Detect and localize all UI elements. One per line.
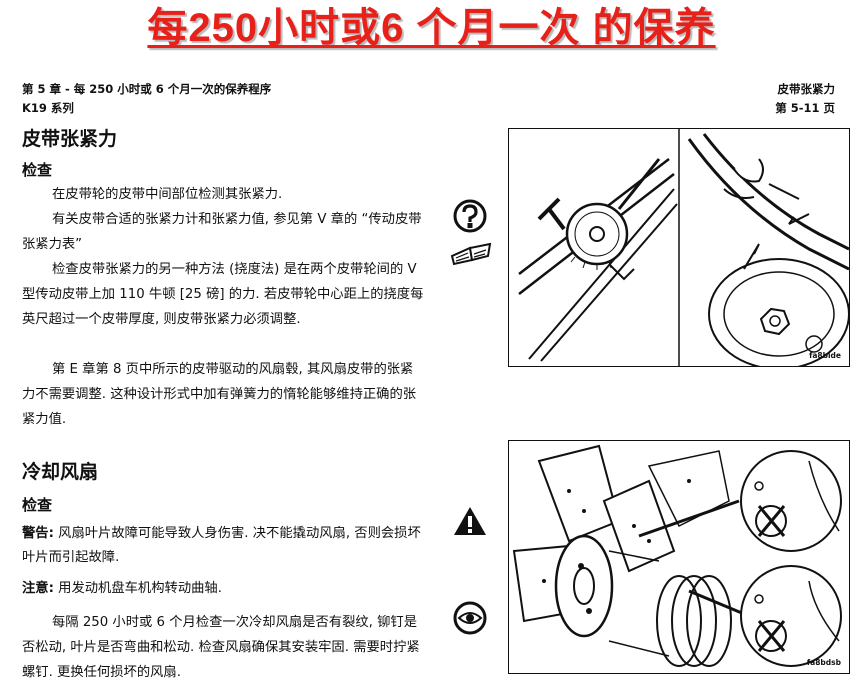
belt-paragraph-4: 第 E 章第 8 页中所示的皮带驱动的风扇毂, 其风扇皮带的张紧力不需要调整. … [22, 362, 417, 427]
wrench-question-icon [452, 198, 488, 238]
fan-note: 注意: 用发动机盘车机构转动曲轴. [22, 581, 222, 596]
banner-title: 每250小时或6 个月一次 的保养 [147, 6, 716, 50]
belt-section-subtitle: 检查 [22, 161, 53, 179]
page-header-left: 第 5 章 - 每 250 小时或 6 个月一次的保养程序 K19 系列 [22, 80, 271, 118]
belt-tension-figure: fa8bide [508, 128, 850, 370]
page-header-right: 皮带张紧力 第 5-11 页 [775, 80, 835, 118]
belt-figure-label: fa8bide [809, 351, 841, 360]
fan-figure-label: fa8bdsb [806, 658, 841, 667]
belt-section-title: 皮带张紧力 [22, 128, 118, 150]
page-number: 第 5-11 页 [775, 101, 835, 115]
belt-paragraph-3: 检查皮带张紧力的另一种方法 (挠度法) 是在两个皮带轮间的 V 型传动皮带上加 … [22, 262, 424, 327]
fan-section-subtitle: 检查 [22, 496, 53, 514]
fan-illustration [512, 444, 842, 667]
belt-paragraph-2: 有关皮带合适的张紧力计和张紧力值, 参见第 V 章的 “传动皮带张紧力表” [22, 212, 422, 252]
fan-section-title: 冷却风扇 [22, 461, 99, 483]
belt-gauge-illustration [518, 129, 850, 370]
warning-triangle-icon [452, 505, 488, 541]
open-book-icon [450, 242, 492, 270]
belt-paragraph-1: 在皮带轮的皮带中间部位检测其张紧力. [52, 187, 283, 202]
series-label: K19 系列 [22, 101, 74, 115]
eye-inspect-icon [452, 600, 488, 640]
fan-paragraph: 每隔 250 小时或 6 个月检查一次冷却风扇是否有裂纹, 铆钉是否松动, 叶片… [22, 615, 420, 680]
fan-warning: 警告: 风扇叶片故障可能导致人身伤害. 决不能撬动风扇, 否则会损坏叶片而引起故… [22, 526, 421, 565]
section-label: 皮带张紧力 [777, 82, 836, 96]
chapter-title: 第 5 章 - 每 250 小时或 6 个月一次的保养程序 [22, 82, 272, 96]
fan-inspection-figure: fa8bdsb [508, 440, 850, 674]
